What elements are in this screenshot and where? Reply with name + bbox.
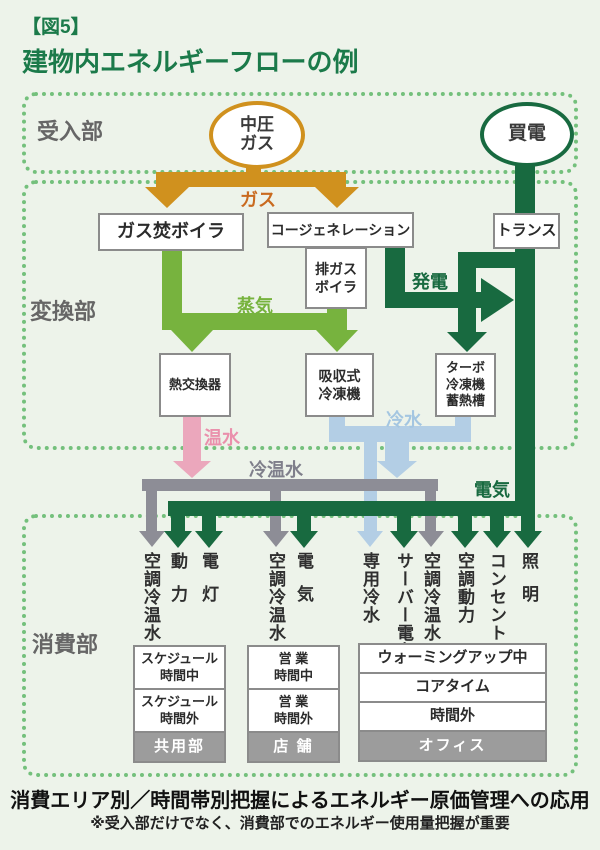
elec-arrow-lighting: [514, 531, 542, 548]
elec-drop-server: [397, 501, 411, 532]
table-row: 営 業 時間中: [249, 647, 338, 690]
outlet-label-hvac-chw-3: 空調冷温水: [421, 552, 440, 642]
chw-arrow-1: [139, 531, 165, 547]
gas-arrow-to-boiler: [145, 187, 189, 208]
cold-water-merge-pipe: [385, 426, 409, 462]
steam-arrow-to-heat-exchanger: [171, 330, 213, 352]
area-name-row: 店 舗: [249, 733, 338, 761]
hot-water-pipe: [183, 413, 201, 462]
steam-boiler-down-pipe: [162, 247, 182, 330]
gas-header-pipe: [156, 172, 346, 187]
elec-drop-light: [202, 501, 216, 532]
table-row: ウォーミングアップ中: [360, 645, 545, 674]
elec-drop-lighting: [521, 501, 535, 532]
office-table: ウォーミングアップ中 コアタイム 時間外 オフィス: [358, 643, 547, 762]
shop-table: 営 業 時間中 営 業 時間外 店 舗: [247, 645, 340, 763]
table-row: 営 業 時間外: [249, 690, 338, 733]
medium-pressure-gas-source: 中圧 ガス: [209, 101, 305, 169]
cold-water-arrow: [377, 461, 417, 478]
elec-arrow-hvac: [451, 531, 479, 548]
chw-arrow-3: [418, 531, 444, 547]
page-title: 建物内エネルギーフローの例: [22, 47, 359, 77]
generation-down-pipe: [385, 243, 405, 303]
chw-arrow-2: [263, 531, 289, 547]
elec-arrow-electric: [290, 531, 318, 548]
elec-drop-hvac: [458, 501, 472, 532]
outlet-label-power: 動力: [168, 552, 187, 618]
exhaust-gas-boiler-box: 排ガス ボイラ: [305, 247, 367, 309]
outlet-label-dedicated-cold-water: 専用冷水: [360, 552, 379, 624]
steam-arrow-to-absorption-chiller: [316, 330, 358, 352]
consumption-section-label: 消費部: [32, 632, 99, 657]
dedicated-cold-water-arrow: [357, 531, 383, 547]
outlet-label-lighting: 照明: [519, 552, 538, 618]
steam-flow-label: 蒸気: [237, 296, 273, 316]
purchased-power-source: 買電: [480, 102, 574, 167]
elec-arrow-light: [195, 531, 223, 548]
figure-number: 【図5】: [22, 17, 90, 38]
conversion-section-label: 変換部: [30, 299, 97, 324]
outlet-label-hvac-chw-2: 空調冷温水: [266, 552, 285, 642]
gas-arrow-to-cogeneration: [315, 187, 359, 208]
generation-horizontal-pipe: [385, 292, 482, 308]
steam-header-pipe: [162, 313, 347, 330]
transformer-box: トランス: [493, 213, 560, 249]
intake-section-label: 受入部: [37, 119, 104, 144]
common-area-table: スケジュール 時間中 スケジュール 時間外 共用部: [133, 645, 226, 763]
chw-drop-1: [146, 479, 157, 532]
gas-flow-label: ガス: [240, 190, 276, 210]
cold-hot-water-flow-label: 冷温水: [249, 460, 303, 480]
elec-drop-electric: [297, 501, 311, 532]
elec-drop-power: [171, 501, 185, 532]
cold-water-flow-label: 冷水: [386, 410, 422, 430]
outlet-label-electric: 電気: [294, 552, 313, 618]
table-row: コアタイム: [360, 674, 545, 703]
footer-headline: 消費エリア別／時間帯別把握によるエネルギー原価管理への応用: [10, 790, 590, 812]
generation-flow-label: 発電: [412, 272, 448, 292]
area-name-row: 共用部: [135, 733, 224, 761]
elec-arrow-outlet: [483, 531, 511, 548]
footer-note: ※受入部だけでなく、消費部でのエネルギー使用量把握が重要: [90, 815, 510, 832]
electricity-flow-label: 電気: [474, 480, 510, 500]
outlet-label-outlet: コンセント: [487, 552, 506, 642]
generation-arrow-to-main-line: [481, 278, 514, 322]
elec-arrow-power: [164, 531, 192, 548]
electricity-bus-pipe: [168, 501, 535, 516]
turbo-chiller-storage-box: ターボ 冷凍機 蓄熱槽: [435, 353, 496, 417]
elec-arrow-server: [390, 531, 418, 548]
heat-exchanger-box: 熱交換器: [159, 353, 231, 417]
cold-hot-water-bus-pipe: [142, 479, 438, 491]
outlet-label-server-power: サーバー電力: [394, 552, 413, 660]
power-arrow-to-turbo-chiller: [447, 332, 487, 352]
absorption-chiller-box: 吸収式 冷凍機: [305, 353, 374, 417]
gas-boiler-box: ガス焚ボイラ: [98, 213, 244, 251]
table-row: 時間外: [360, 703, 545, 732]
outlet-label-light: 電灯: [199, 552, 218, 618]
outlet-label-hvac-power: 空調動力: [455, 552, 474, 624]
elec-drop-outlet: [490, 501, 504, 532]
area-name-row: オフィス: [360, 732, 545, 760]
cogeneration-box: コージェネレーション: [267, 212, 414, 248]
hot-water-arrow: [173, 461, 211, 478]
hot-water-flow-label: 温水: [204, 428, 240, 448]
purchased-power-main-pipe: [515, 152, 535, 516]
table-row: スケジュール 時間外: [135, 690, 224, 733]
table-row: スケジュール 時間中: [135, 647, 224, 690]
outlet-label-hvac-chw-1: 空調冷温水: [141, 552, 160, 642]
